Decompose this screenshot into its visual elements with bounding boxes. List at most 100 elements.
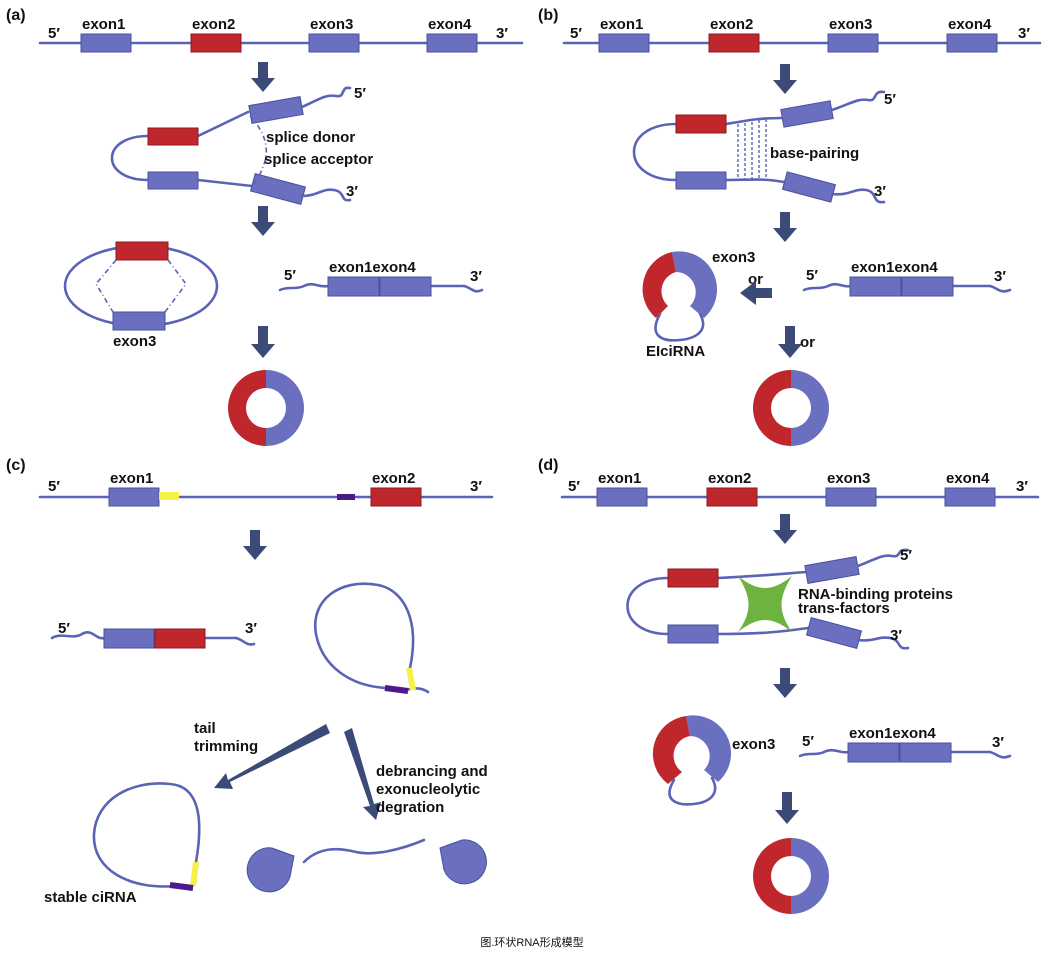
five-prime-label: 5′ [884,91,896,108]
five-prime-tail [830,90,886,112]
down-arrow [251,206,275,236]
strand-segment [724,178,786,184]
exon4-label: exon4 [946,470,990,487]
exon3-label: exon3 [827,470,870,487]
exon1-label: exon1 [600,16,643,33]
down-arrow [251,62,275,92]
retained-intron [654,312,705,342]
exon2-box [370,487,422,507]
circrna-product [228,370,304,446]
strand-segment [196,110,250,138]
exon1-box [596,487,648,507]
degraded-intron [302,838,426,864]
eicirna-red-arc [642,252,676,318]
stable-cirna-loop [92,782,201,888]
three-prime-label: 3′ [1016,478,1028,495]
branch-site-purple [384,685,409,694]
exon1-box [327,276,380,297]
five-prime-label: 5′ [58,620,70,637]
joined-exons-label: exon1exon4 [851,259,938,276]
exonuclease-pacman-icon [246,847,295,893]
joined-exons-label: exon1exon4 [849,725,936,742]
branch-site-yellow [159,492,179,500]
exon2-box [667,568,719,588]
debranching-label-3: degration [376,799,444,816]
linear-strand [988,750,1012,759]
exon3-box [147,171,199,190]
exon1-box [80,33,132,53]
exon1-box [780,100,834,128]
exon3-label: exon3 [310,16,353,33]
strand-segment [196,178,254,188]
exon2-box [115,241,169,261]
eicirna-blue-arc [672,251,718,318]
debranching-label-1: debrancing and [376,763,488,780]
panel-a-label: (a) [6,7,26,24]
exon3-label: exon3 [712,249,755,266]
exon4-box [944,487,996,507]
linear-strand [988,284,1012,293]
panel-b: (b) 5′ 3′ exon1 exon2 exon3 exon4 5′ 3′ … [538,7,1042,446]
rbp-label: RNA-binding proteins [798,586,953,603]
intron-pairing [95,259,117,313]
three-prime-label: 3′ [992,734,1004,751]
exon4-box [426,33,478,53]
exon4-box [805,616,863,650]
five-prime-label: 5′ [48,25,60,42]
exon1-label: exon1 [110,470,153,487]
down-arrow [778,326,802,358]
exon2-box [708,33,760,53]
intron-pairing [164,259,187,313]
three-prime-label: 3′ [470,478,482,495]
three-prime-tail [300,188,352,202]
trimming-label: trimming [194,738,258,755]
five-prime-label: 5′ [48,478,60,495]
panel-a: (a) 5′ 3′ exon1 exon2 exon3 exon4 5′ 3′ … [6,7,524,446]
three-prime-tail [830,188,886,204]
figure-caption: 图.环状RNA形成模型 [480,935,583,949]
strand-segment [716,570,808,580]
three-prime-label: 3′ [1018,25,1030,42]
down-arrow [775,792,799,824]
exon2-label: exon2 [708,470,751,487]
exon1-label: exon1 [598,470,641,487]
three-prime-label: 3′ [890,627,902,644]
exon4-box [899,742,952,763]
exon2-label: exon2 [192,16,235,33]
debranching-arrow [344,728,381,820]
three-prime-label: 3′ [245,620,257,637]
splice-donor-label: splice donor [266,129,355,146]
joined-exons-label: exon1exon4 [329,259,416,276]
panel-d: (d) 5′ 3′ exon1 exon2 exon3 exon4 5′ 3′ … [538,457,1040,914]
exon1-box [847,742,900,763]
exon2-label: exon2 [372,470,415,487]
rna-binding-protein-icon [738,576,792,632]
tail-label: tail [194,720,216,737]
exon2-box [675,114,727,134]
exon1-box [103,628,155,649]
stable-cirna-label: stable ciRNA [44,889,137,906]
five-prime-tail [300,86,352,109]
eicirna-red-arc [652,716,690,784]
panel-b-label: (b) [538,7,558,24]
panel-c-label: (c) [6,457,26,474]
down-arrow [773,212,797,242]
retained-intron [668,776,717,806]
exon3-box [825,487,877,507]
exon2-label: exon2 [710,16,753,33]
branch-site-purple [169,882,194,891]
three-prime-label: 3′ [346,183,358,200]
exon1-box [598,33,650,53]
exon4-box [946,33,998,53]
splice-acceptor-label: splice acceptor [264,151,373,168]
exon1-label: exon1 [82,16,125,33]
strand-segment [716,626,810,636]
exon2-box [706,487,758,507]
eicirna-blue-arc [686,715,732,782]
exon3-label: exon3 [829,16,872,33]
exon3-label: exon3 [113,333,156,350]
exon4-label: exon4 [428,16,472,33]
exon4-label: exon4 [948,16,992,33]
panel-d-label: (d) [538,457,558,474]
